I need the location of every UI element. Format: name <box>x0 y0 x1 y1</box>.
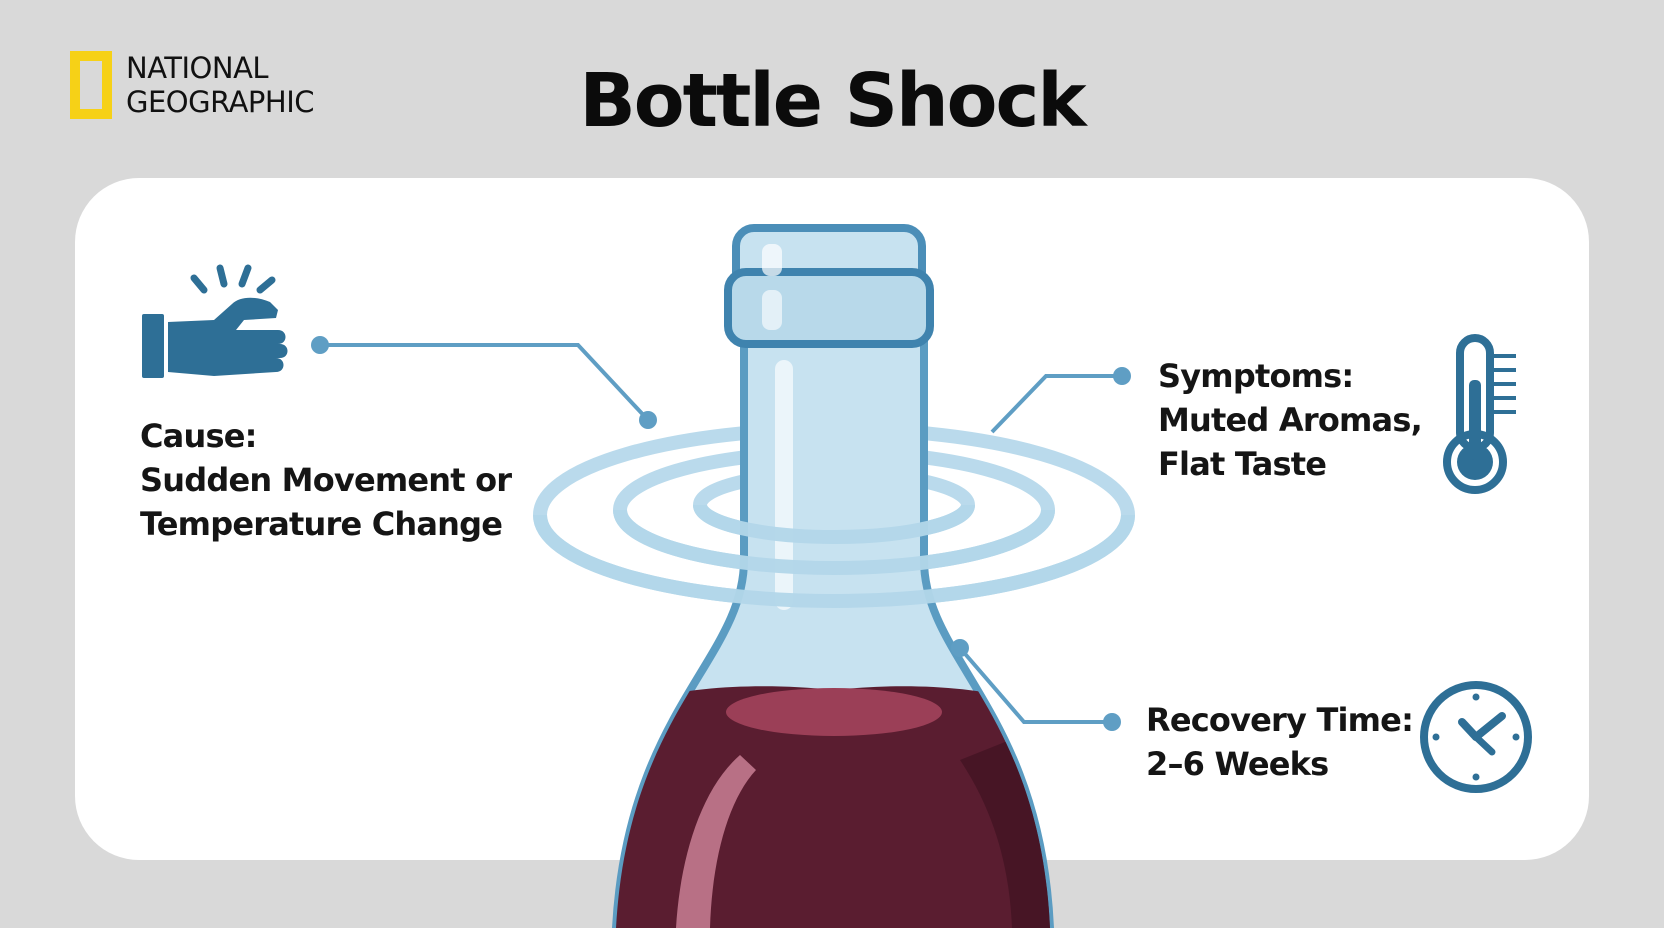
page-title: Bottle Shock <box>579 58 1086 144</box>
wine-surface <box>726 688 942 736</box>
recovery-heading: Recovery Time: <box>1146 701 1414 739</box>
bottle-highlight <box>676 755 756 928</box>
cause-heading: Cause: <box>140 417 257 455</box>
logo-line-2: GEOGRAPHIC <box>126 85 315 119</box>
shaking-hand-icon <box>142 264 288 378</box>
shockwave-rings-front <box>533 504 1135 608</box>
cause-line-1: Sudden Movement or <box>140 461 512 499</box>
bottle-cap-band <box>724 268 934 348</box>
cause-line-2: Temperature Change <box>140 505 503 543</box>
recovery-duration: 2–6 Weeks <box>1146 745 1329 783</box>
connector-dots <box>311 336 1131 731</box>
connector-lines <box>320 343 1122 724</box>
national-geographic-logo: NATIONAL GEOGRAPHIC <box>70 46 315 124</box>
symptoms-line-2: Flat Taste <box>1158 445 1327 483</box>
logo-yellow-border <box>70 51 112 119</box>
symptoms-heading: Symptoms: <box>1158 357 1354 395</box>
symptoms-callout: Symptoms: Muted Aromas, Flat Taste <box>1158 354 1423 486</box>
recovery-callout: Recovery Time: 2–6 Weeks <box>1146 698 1414 786</box>
logo-wordmark: NATIONAL GEOGRAPHIC <box>126 51 315 119</box>
symptoms-line-1: Muted Aromas, <box>1158 401 1423 439</box>
clock-icon <box>1420 681 1532 793</box>
cause-callout: Cause: Sudden Movement or Temperature Ch… <box>140 414 512 546</box>
thermometer-icon <box>1443 334 1516 494</box>
logo-line-1: NATIONAL <box>126 51 269 85</box>
wine-bottle <box>611 224 1055 928</box>
